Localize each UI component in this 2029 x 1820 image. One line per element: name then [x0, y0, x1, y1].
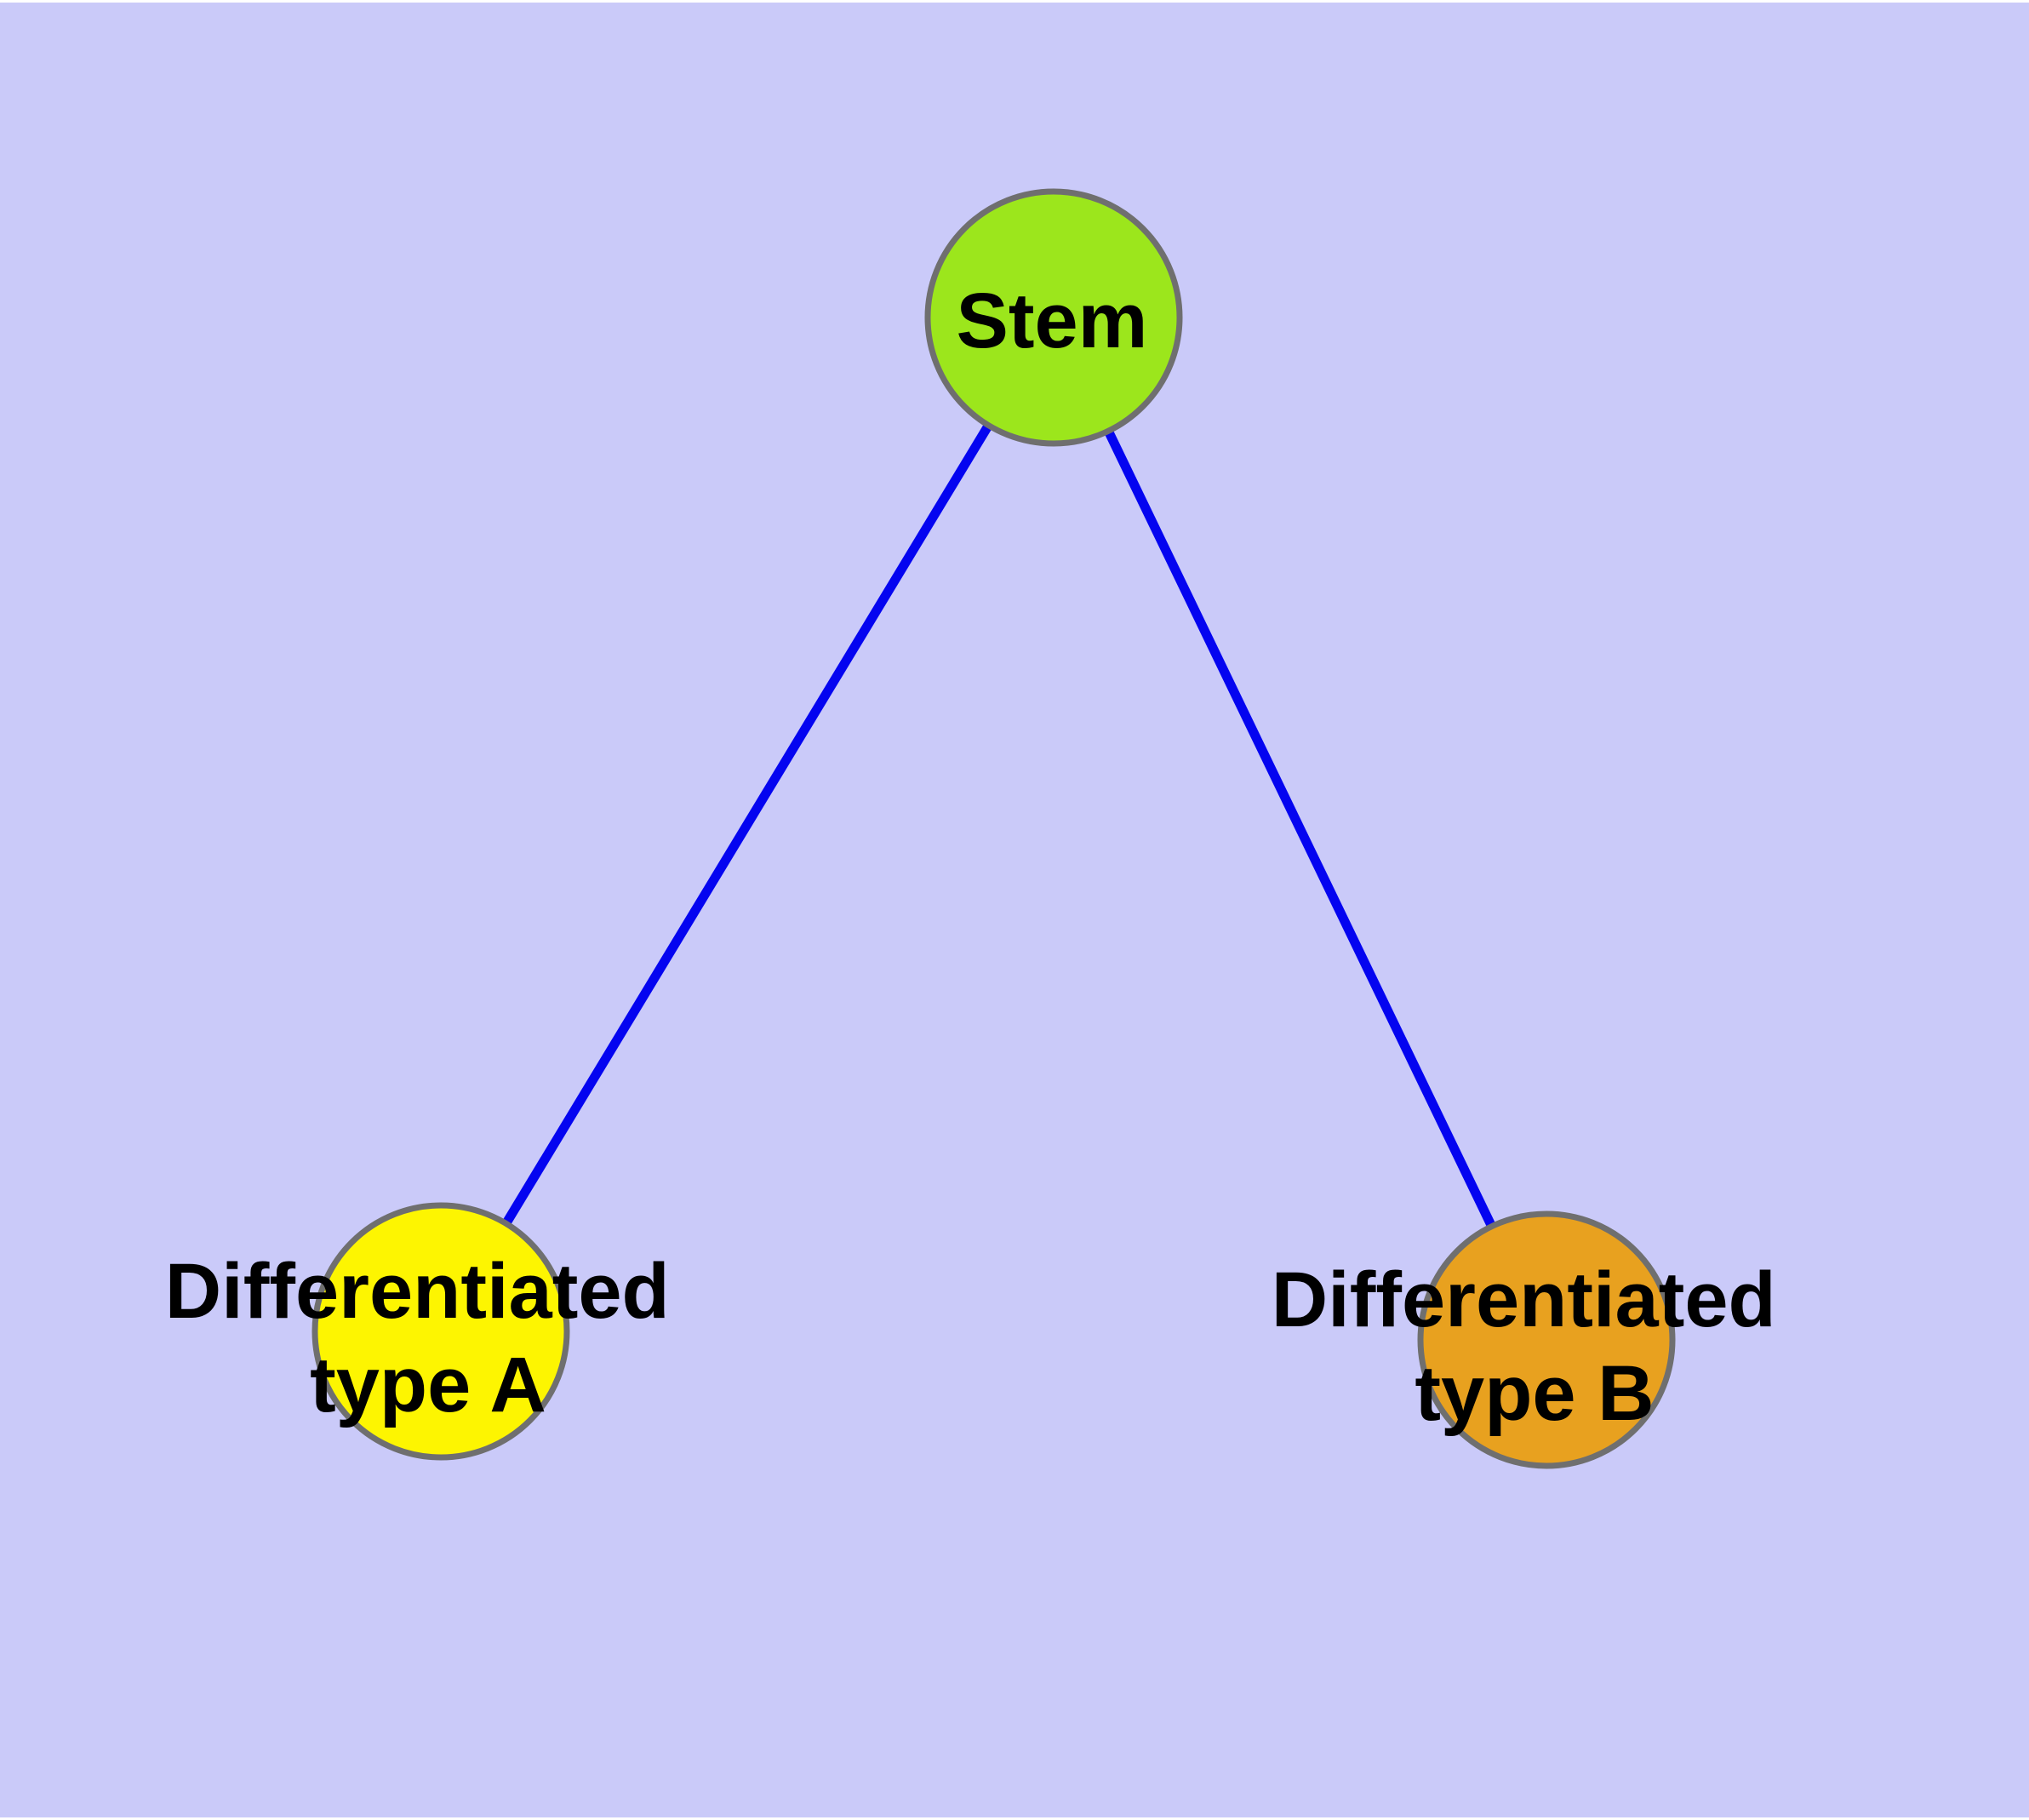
node-differentiated-a-label-line1: Differentiated — [165, 1248, 670, 1335]
node-differentiated-a-label: Differentiated type A — [165, 1248, 692, 1428]
node-differentiated-b-circle — [1417, 1210, 1676, 1469]
edge-stem-to-type-b — [1049, 315, 1551, 1342]
node-differentiated-b-label-line2: type B — [1415, 1350, 1654, 1437]
node-differentiated-a-circle — [311, 1202, 570, 1461]
node-stem-label: Stem — [957, 278, 1148, 364]
node-differentiated-a-label-line2: type A — [310, 1342, 546, 1428]
edge-stem-to-type-a — [437, 315, 1058, 1334]
graph-canvas: Stem Differentiated type A Differentiate… — [0, 3, 2029, 1817]
node-differentiated-b-label: Differentiated type B — [1272, 1256, 1798, 1437]
node-differentiated-b-label-line1: Differentiated — [1272, 1256, 1776, 1343]
node-stem-circle — [924, 188, 1183, 447]
